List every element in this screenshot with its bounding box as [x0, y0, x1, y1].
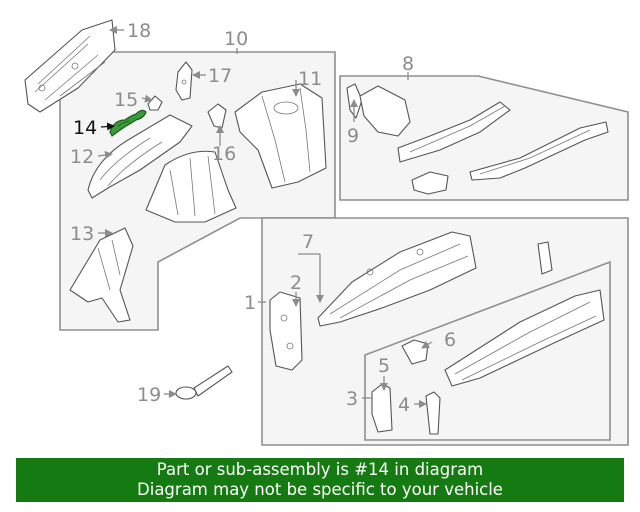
- part-16[interactable]: [207, 103, 227, 129]
- wheelhouse-inner[interactable]: [145, 150, 237, 223]
- callout-17[interactable]: 17: [208, 65, 232, 87]
- callout-3[interactable]: 3: [346, 388, 358, 410]
- part-17[interactable]: [175, 61, 193, 101]
- part-15[interactable]: [147, 95, 163, 111]
- leader-12: [97, 151, 113, 159]
- leader-14: [100, 122, 115, 131]
- part-11[interactable]: [234, 83, 327, 189]
- callout-2[interactable]: 2: [290, 272, 302, 294]
- part-7[interactable]: [317, 231, 477, 327]
- banner-line-2: Diagram may not be specific to your vehi…: [137, 480, 503, 499]
- callout-9[interactable]: 9: [347, 125, 359, 147]
- callout-12[interactable]: 12: [70, 146, 94, 168]
- leader-6: [421, 340, 433, 349]
- callout-15[interactable]: 15: [114, 89, 138, 111]
- callout-7[interactable]: 7: [302, 231, 314, 253]
- callout-6[interactable]: 6: [444, 329, 456, 351]
- leader-7: [298, 253, 320, 302]
- callout-10[interactable]: 10: [224, 28, 248, 50]
- part-2[interactable]: [269, 291, 303, 371]
- part-19[interactable]: [175, 365, 233, 400]
- banner-line-1: Part or sub-assembly is #14 in diagram: [156, 460, 484, 479]
- leader-15: [141, 94, 153, 103]
- callout-1[interactable]: 1: [244, 292, 256, 314]
- callout-8[interactable]: 8: [402, 53, 414, 75]
- callout-14[interactable]: 14: [73, 117, 97, 139]
- diagram-notice-banner: Part or sub-assembly is #14 in diagram D…: [16, 458, 624, 502]
- callout-4[interactable]: 4: [398, 394, 410, 416]
- parts-diagram: 18 10 17 11 15 14 16 12 13 8 9 7 2 1 6 5…: [24, 19, 629, 446]
- part-12[interactable]: [87, 114, 193, 199]
- part-rail-lower[interactable]: [444, 289, 605, 387]
- callout-16[interactable]: 16: [212, 143, 236, 165]
- callout-11[interactable]: 11: [298, 68, 322, 90]
- callout-13[interactable]: 13: [70, 223, 94, 245]
- part-18[interactable]: [24, 19, 116, 113]
- part-bracket-upper-right[interactable]: [537, 241, 553, 275]
- part-4[interactable]: [425, 391, 441, 435]
- callout-5[interactable]: 5: [378, 355, 390, 377]
- callout-18[interactable]: 18: [127, 20, 151, 42]
- group-panel-8: [339, 75, 629, 201]
- callout-19[interactable]: 19: [137, 384, 161, 406]
- part-14[interactable]: [109, 109, 147, 137]
- part-8-assembly[interactable]: [359, 85, 609, 195]
